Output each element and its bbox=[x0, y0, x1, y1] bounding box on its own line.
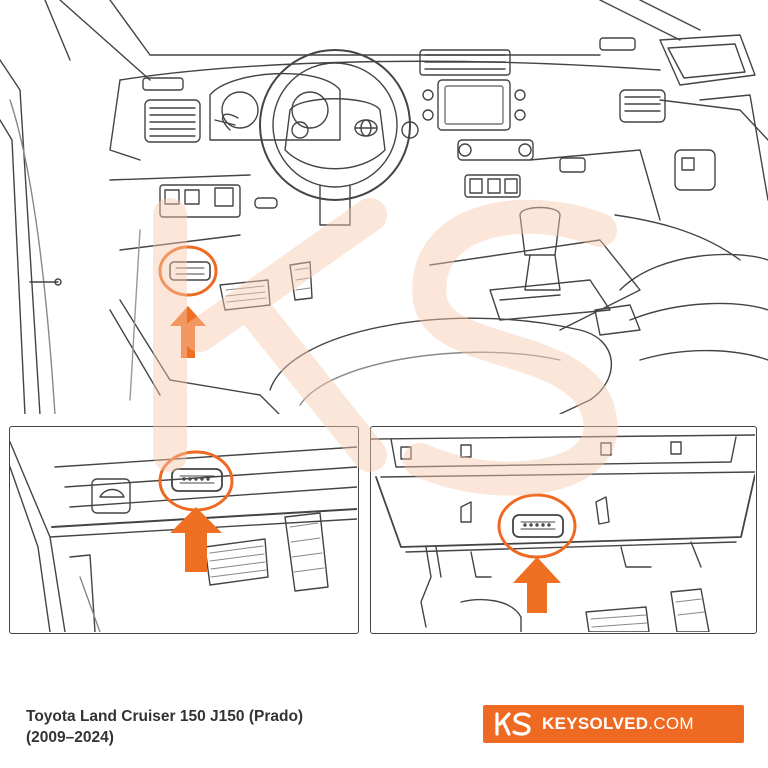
detail-panel-right bbox=[370, 426, 757, 634]
brand-name-bold: KEYSOLVED bbox=[542, 714, 649, 733]
vehicle-title-line1: Toyota Land Cruiser 150 J150 (Prado) bbox=[26, 708, 304, 725]
detail-panel-left bbox=[9, 426, 359, 634]
ks-logo-icon bbox=[495, 712, 531, 736]
brand-name: KEYSOLVED.COM bbox=[542, 714, 694, 734]
arrow-icon bbox=[170, 306, 206, 358]
vehicle-title-line2: (2009–2024) bbox=[26, 729, 114, 746]
vehicle-title: Toyota Land Cruiser 150 J150 (Prado) (20… bbox=[26, 706, 406, 748]
arrow-icon bbox=[513, 557, 561, 613]
arrow-icon bbox=[170, 507, 222, 572]
brand-domain: .COM bbox=[648, 714, 694, 733]
dashboard-illustration bbox=[0, 0, 768, 414]
brand-banner[interactable]: KEYSOLVED.COM bbox=[483, 705, 744, 743]
